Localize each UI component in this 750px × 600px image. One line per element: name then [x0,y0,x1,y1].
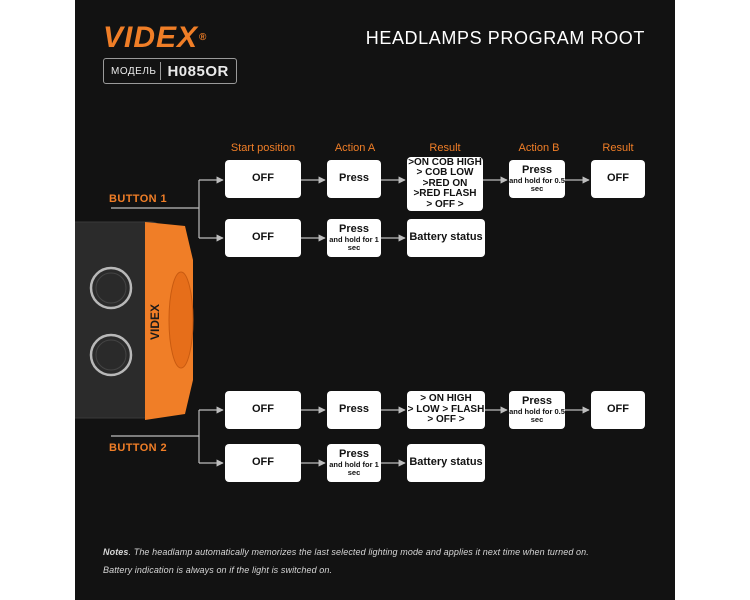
b1r2-action-box: Press and hold for 1 sec [327,219,381,257]
b2r1-action-b-sub: and hold for 0.5 sec [509,408,565,425]
b1r1-final-box: OFF [591,160,645,198]
diagram-graphics: VIDEX [75,0,675,600]
notes-text-1: . The headlamp automatically memorizes t… [129,547,589,557]
b1r2-start-text: OFF [252,232,274,244]
b2r1-result-box: > ON HIGH > LOW > FLASH > OFF > [407,391,485,429]
b2r1-result-line-3: > OFF > [427,415,464,426]
column-header-action-b: Action B [499,142,579,154]
headlamp-illustration: VIDEX [75,222,193,420]
b2r2-action-sub: and hold for 1 sec [327,461,381,478]
b2r1-final-text: OFF [607,404,629,416]
button-1-knob [91,268,131,308]
b2r1-start-text: OFF [252,404,274,416]
b2r2-result-box: Battery status [407,444,485,482]
b2r1-start-box: OFF [225,391,301,429]
device-logo: VIDEX [148,304,162,340]
notes-label: Notes [103,547,129,557]
b2r1-action-box: Press [327,391,381,429]
b1r1-start-text: OFF [252,173,274,185]
column-header-result-2: Result [578,142,658,154]
b1r1-result-box: >ON COB HIGH > COB LOW >RED ON >RED FLAS… [407,157,483,211]
b2r2-start-box: OFF [225,444,301,482]
b2r1-final-box: OFF [591,391,645,429]
b1r1-final-text: OFF [607,173,629,185]
b1r1-result-line-5: > OFF > [426,200,463,211]
button-2-knob [91,335,131,375]
b1r1-action-b-sub: and hold for 0.5 sec [509,177,565,194]
column-header-start: Start position [223,142,303,154]
b1r2-start-box: OFF [225,219,301,257]
column-header-action-a: Action A [315,142,395,154]
b1r1-start-box: OFF [225,160,301,198]
b1r1-action-b-main: Press [522,165,552,177]
column-header-result-1: Result [405,142,485,154]
b1r2-result-box: Battery status [407,219,485,257]
b2r2-result-text: Battery status [409,457,482,469]
b1r1-action-b-box: Press and hold for 0.5 sec [509,160,565,198]
b1r2-result-text: Battery status [409,232,482,244]
b2r2-action-main: Press [339,449,369,461]
b1r2-action-main: Press [339,224,369,236]
b1r1-action-text: Press [339,173,369,185]
notes-line-1: Notes. The headlamp automatically memori… [103,547,589,557]
headlamp-lens [169,272,193,368]
notes-line-2: Battery indication is always on if the l… [103,565,332,575]
b2r1-action-b-box: Press and hold for 0.5 sec [509,391,565,429]
button-1-label: BUTTON 1 [109,193,167,205]
button-2-label: BUTTON 2 [109,442,167,454]
b2r1-action-b-main: Press [522,396,552,408]
b1r2-action-sub: and hold for 1 sec [327,236,381,253]
b2r1-action-text: Press [339,404,369,416]
diagram-panel: VIDEX® МОДЕЛЬ H085OR HEADLAMPS PROGRAM R… [75,0,675,600]
b1r1-action-box: Press [327,160,381,198]
b2r2-action-box: Press and hold for 1 sec [327,444,381,482]
b2r2-start-text: OFF [252,457,274,469]
